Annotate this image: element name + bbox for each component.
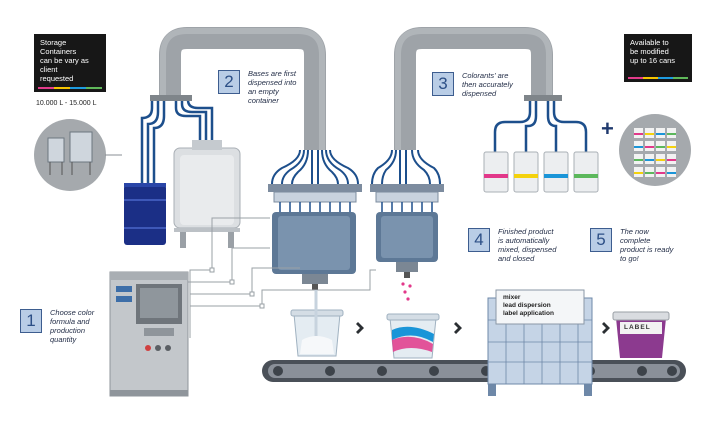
storage-illustration (34, 119, 106, 191)
conveyor-belt (262, 360, 686, 382)
step-2-number: 2 (218, 70, 240, 94)
machine-line-3: label application (503, 310, 554, 317)
step-3-number: 3 (432, 72, 454, 96)
tubes-colorants (493, 98, 588, 152)
storage-line-2: Containers (40, 47, 77, 56)
tubes-dispenser-right (371, 149, 441, 185)
modified-line-2: be modified (630, 47, 669, 56)
tubes-dispenser-left (271, 149, 359, 185)
storage-info-box: Storage Containers can be vary as client… (34, 34, 106, 92)
step-2-line-2: dispensed into (248, 78, 297, 87)
control-cabinet (109, 271, 189, 397)
modified-info-box: Available to be modified up to 16 cans (624, 34, 692, 82)
finishing-machine (487, 289, 593, 396)
product-label: LABEL (624, 324, 651, 331)
step-4-number: 4 (468, 228, 490, 252)
storage-line-4: client (40, 65, 58, 74)
step-4-line-4: and closed (498, 254, 535, 263)
main-pipe-right (394, 27, 553, 150)
step-5-text: The now complete product is ready to go! (620, 227, 673, 263)
step-2-line-3: an empty (248, 87, 279, 96)
dispenser-left (268, 184, 362, 290)
empty-bucket (290, 290, 344, 357)
step-4-line-2: is automatically (498, 236, 550, 245)
can-grid-illustration (619, 114, 691, 186)
step-1-line-2: formula and (50, 317, 90, 326)
step-4-text: Finished product is automatically mixed,… (498, 227, 556, 263)
main-pipe-left (159, 27, 326, 150)
modified-line-1: Available to (630, 38, 669, 47)
step-1-line-4: quantity (50, 335, 77, 344)
storage-line-1: Storage (40, 38, 67, 47)
step-3-line-1: Colorants' are (462, 71, 509, 80)
storage-range: 10.000 L - 15.000 L (36, 100, 97, 107)
step-5-number: 5 (590, 228, 612, 252)
step-1-text: Choose color formula and production quan… (50, 308, 94, 344)
color-strip (38, 87, 102, 89)
base-drum (124, 183, 166, 245)
step-4-line-3: mixed, dispensed (498, 245, 557, 254)
conveyor-arrows (356, 322, 610, 334)
machine-line-1: mixer (503, 294, 521, 301)
finished-product-bucket (612, 311, 670, 358)
dispenser-right (370, 184, 444, 301)
plus-symbol: + (601, 116, 614, 141)
step-3-line-2: then accurately (462, 80, 513, 89)
step-5-line-3: product is ready (620, 245, 674, 254)
machine-panel-text: mixer lead dispersion label application (503, 294, 554, 318)
step-1-line-1: Choose color (50, 308, 95, 317)
machine-line-2: lead dispersion (503, 302, 551, 309)
step-5-line-4: to go! (620, 254, 639, 263)
step-1-number: 1 (20, 309, 42, 333)
base-tank (173, 140, 241, 248)
step-4-line-1: Finished product (498, 227, 554, 236)
step-2-text: Bases are first dispensed into an empty … (248, 69, 296, 105)
step-5-line-2: complete (620, 236, 651, 245)
step-3-line-3: dispensed (462, 89, 497, 98)
step-1-line-3: production (50, 326, 86, 335)
storage-line-5: requested (40, 74, 74, 83)
color-strip (628, 77, 688, 79)
colorant-cans (483, 151, 599, 193)
storage-line-3: can be vary as (40, 56, 89, 65)
step-2-line-1: Bases are first (248, 69, 296, 78)
mixing-bucket (386, 313, 440, 359)
step-2-line-4: container (248, 96, 279, 105)
step-3-text: Colorants' are then accurately dispensed (462, 71, 513, 98)
step-5-line-1: The now (620, 227, 649, 236)
modified-line-3: up to 16 cans (630, 56, 676, 65)
